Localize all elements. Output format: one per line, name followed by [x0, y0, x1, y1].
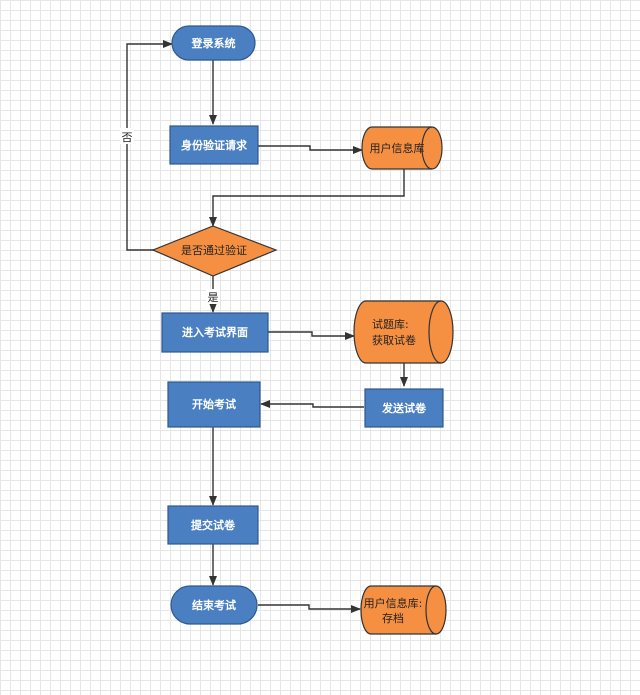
edge-decision-no-to-login: [126, 40, 173, 251]
node-start-exam: 开始考试: [167, 381, 261, 428]
edge-label-no: 否: [122, 131, 133, 144]
node-user-db-label: 用户信息库: [370, 141, 425, 155]
node-enter-ui: 进入考试界面: [161, 312, 269, 353]
node-submit-paper: 提交试卷: [167, 505, 259, 545]
node-question-db-label-1: 试题库:: [372, 318, 409, 331]
node-auth-request-label: 身份验证请求: [181, 138, 248, 152]
node-decision-label: 是否通过验证: [181, 243, 247, 257]
node-end-exam: 结束考试: [170, 585, 258, 625]
edge-end-to-userdb-save: [258, 604, 361, 613]
node-question-db: 试题库: 获取试卷: [353, 300, 454, 364]
node-user-db-save-label-1: 用户信息库:: [364, 596, 423, 610]
node-login: 登录系统: [171, 25, 256, 61]
node-auth-request: 身份验证请求: [169, 125, 259, 165]
node-decision: 是否通过验证: [151, 225, 278, 277]
node-submit-paper-label: 提交试卷: [191, 518, 236, 532]
node-question-db-label-2: 获取试卷: [372, 333, 416, 347]
node-user-db: 用户信息库: [361, 126, 443, 170]
node-start-exam-label: 开始考试: [192, 397, 236, 411]
node-send-paper-label: 发送试卷: [381, 401, 427, 415]
node-user-db-save-label-2: 存档: [382, 611, 404, 625]
edge-send-to-start: [260, 400, 364, 408]
edge-label-yes: 是: [208, 291, 219, 304]
node-user-db-save: 用户信息库: 存档: [360, 585, 447, 635]
node-send-paper: 发送试卷: [364, 388, 444, 428]
node-login-label: 登录系统: [191, 36, 236, 50]
node-enter-ui-label: 进入考试界面: [182, 325, 248, 339]
node-end-exam-label: 结束考试: [191, 598, 236, 612]
edges: [126, 40, 408, 613]
edge-enter-to-questiondb: [268, 331, 355, 340]
edge-auth-to-userdb: [258, 145, 363, 154]
edge-userdb-to-decision: [209, 168, 405, 227]
